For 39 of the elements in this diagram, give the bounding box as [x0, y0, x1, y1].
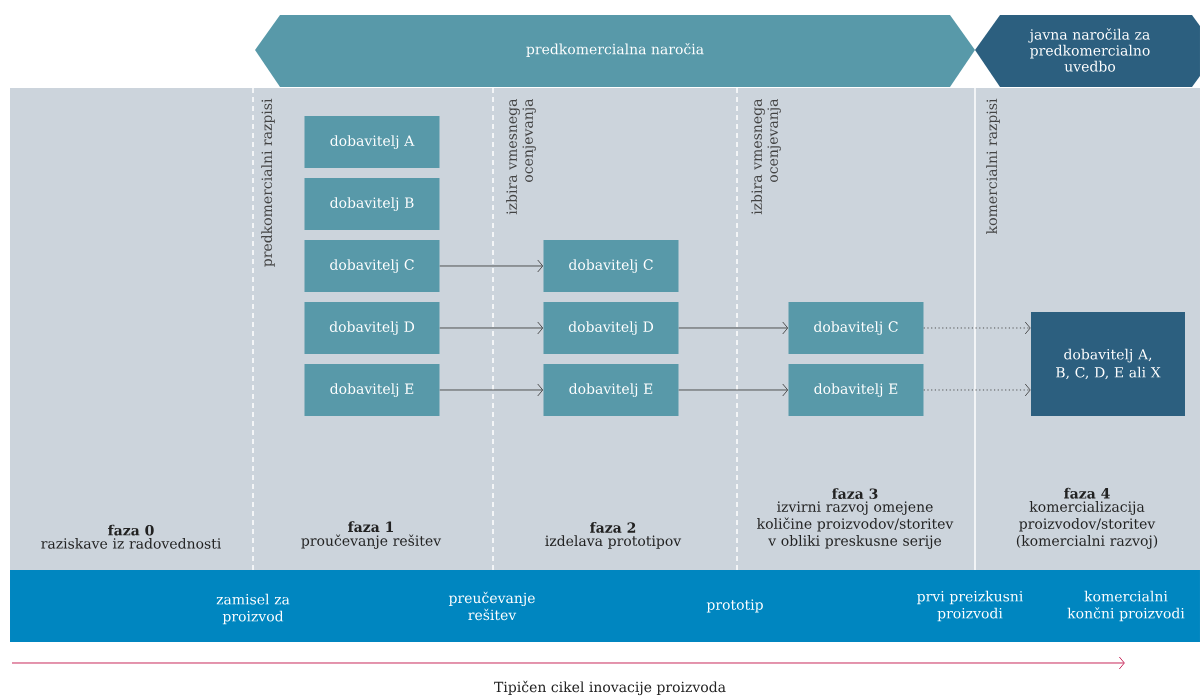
vertical-label: komercialni razpisi	[986, 98, 1000, 234]
supplier-box: dobavitelj E	[543, 364, 679, 416]
vertical-label: predkomercialni razpisi	[261, 98, 275, 267]
phase-heading: faza 2	[590, 522, 636, 533]
phase-description: raziskave iz radovednosti	[41, 537, 221, 549]
arrow	[923, 383, 1031, 397]
phase-description: izdelava prototipov	[545, 535, 682, 549]
phase-description: komercializacija proizvodov/storitev (komercialni razvoj)	[1016, 501, 1158, 549]
milestone-label: zamisel za proizvod	[216, 593, 290, 625]
vertical-label: izbira vmesnega ocenjevanja	[506, 98, 536, 215]
supplier-box: dobavitelj C	[304, 240, 440, 292]
arrow	[678, 321, 789, 335]
phase-heading: faza 1	[348, 521, 393, 533]
supplier-box: dobavitelj C	[788, 302, 924, 354]
phase-description: izvirni razvoj omejene količine proizvodov/storitev v obliki preskusne serije	[757, 501, 954, 549]
arrow	[439, 321, 544, 335]
phase-banner: javna naročila za predkomercialno uvedbo	[975, 15, 1200, 87]
supplier-box: dobavitelj E	[788, 364, 924, 416]
supplier-box: dobavitelj A	[304, 116, 440, 168]
supplier-box: dobavitelj E	[304, 364, 440, 416]
supplier-box: dobavitelj B	[304, 178, 440, 230]
arrow	[439, 383, 544, 397]
supplier-box: dobavitelj A, B, C, D, E ali X	[1031, 312, 1185, 416]
supplier-box: dobavitelj D	[304, 302, 440, 354]
milestone-label: komercialni končni proizvodi	[1067, 590, 1185, 622]
supplier-box: dobavitelj D	[543, 302, 679, 354]
phase-description: proučevanje rešitev	[301, 534, 442, 549]
arrow	[923, 321, 1031, 335]
phase-heading: faza 0	[108, 524, 154, 536]
arrow	[678, 383, 789, 397]
milestone-label: prvi preizkusni proizvodi	[917, 590, 1023, 622]
caption: Tipičen cikel inovacije proizvoda	[494, 680, 726, 696]
milestone-label: prototip	[706, 599, 763, 613]
milestone-label: preučevanje rešitev	[448, 591, 535, 621]
arrow	[439, 259, 544, 273]
phase-heading: faza 3	[832, 488, 878, 499]
phase-heading: faza 4	[1064, 487, 1110, 499]
phase-banner: predkomercialna naročia	[255, 15, 975, 87]
supplier-box: dobavitelj C	[543, 240, 679, 292]
